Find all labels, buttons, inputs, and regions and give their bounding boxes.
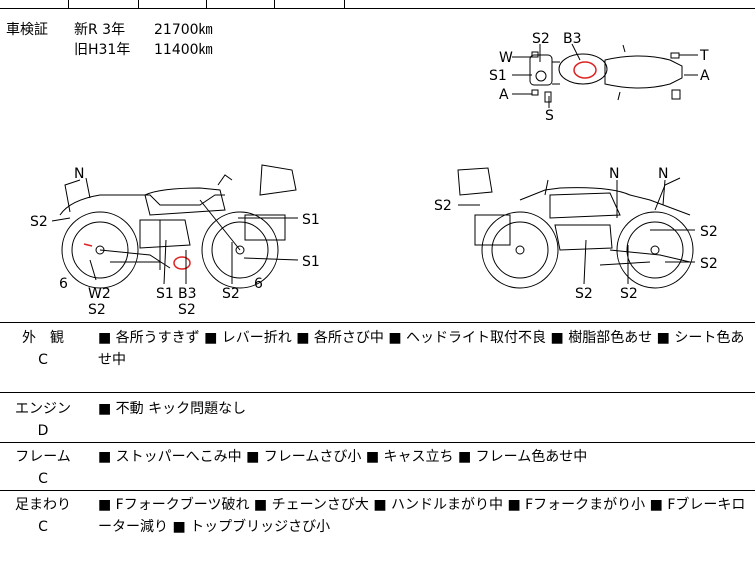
diagram-label: S2	[222, 286, 240, 302]
damage-mark	[173, 256, 191, 270]
new-mileage: 21700㎞	[154, 22, 213, 38]
damage-diagram-area	[0, 8, 755, 323]
diagram-label: 6	[254, 276, 263, 292]
section-exterior: 外 観 C ■ 各所うすきず ■ レバー折れ ■ 各所さび中 ■ ヘッドライト取…	[0, 322, 755, 393]
registration-info: 車検証 新R 3年 21700㎞ 旧H31年 11400㎞	[6, 20, 213, 60]
diagram-label: S2	[532, 31, 550, 47]
section-category: 足まわり C	[0, 494, 86, 538]
diagram-label: A	[700, 68, 710, 84]
motorcycle-diagram: S2 B3 W S1 A S T A N S2 S1 S1 6 W2 S2 S1…	[30, 31, 718, 318]
divider	[138, 0, 139, 8]
damage-mark	[573, 61, 597, 79]
section-frame: フレーム C ■ ストッパーへこみ中 ■ フレームさび小 ■ キャス立ち ■ フ…	[0, 442, 755, 491]
condition-text: ■ 各所うすきず ■ レバー折れ ■ 各所さび中 ■ ヘッドライト取付不良 ■ …	[98, 330, 745, 368]
diagram-label: S1	[489, 68, 507, 84]
diagram-label: S2	[575, 286, 593, 302]
section-category: フレーム C	[0, 446, 86, 490]
section-category: エンジン D	[0, 398, 86, 442]
divider	[274, 0, 275, 8]
category-name: エンジン	[15, 401, 71, 417]
condition-text: ■ Fフォークブーツ破れ ■ チェーンさび大 ■ ハンドルまがり中 ■ Fフォー…	[98, 497, 746, 535]
section-category: 外 観 C	[0, 327, 86, 371]
condition-text: ■ 不動 キック問題なし	[98, 401, 247, 417]
right-side-motorcycle	[457, 167, 694, 289]
diagram-label: N	[658, 166, 668, 182]
top-strip	[0, 0, 755, 9]
registration-label: 車検証	[6, 22, 48, 38]
old-registration: 旧H31年	[74, 42, 131, 58]
diagram-label: S1	[156, 286, 174, 302]
diagram-label: S2	[700, 224, 718, 240]
category-grade: C	[38, 471, 48, 487]
category-name: 足まわり	[15, 497, 71, 513]
diagram-label: W	[499, 50, 513, 66]
divider	[206, 0, 207, 8]
diagram-label: S2	[620, 286, 638, 302]
diagram-label: W2	[88, 286, 111, 302]
diagram-label: T	[699, 48, 709, 64]
diagram-label: S2	[434, 198, 452, 214]
top-view-leaders	[512, 43, 698, 108]
diagram-label: S	[545, 108, 554, 124]
divider	[344, 0, 345, 8]
diagram-label: S2	[178, 302, 196, 318]
category-name: フレーム	[15, 449, 71, 465]
diagram-label: S2	[30, 214, 48, 230]
diagram-label: 6	[59, 276, 68, 292]
old-mileage: 11400㎞	[154, 42, 213, 58]
diagram-label: S1	[302, 254, 320, 270]
left-view-leaders	[51, 177, 299, 285]
diagram-label: A	[499, 87, 509, 103]
diagram-label: S2	[700, 256, 718, 272]
top-view-motorcycle	[529, 44, 683, 103]
diagram-label: B3	[563, 31, 582, 47]
diagram-label: N	[609, 166, 619, 182]
right-view-leaders	[458, 179, 695, 285]
diagram-label: S1	[302, 212, 320, 228]
category-grade: C	[38, 352, 48, 368]
new-registration: 新R 3年	[74, 22, 126, 38]
left-side-motorcycle	[59, 164, 297, 289]
diagram-label: B3	[178, 286, 197, 302]
condition-text: ■ ストッパーへこみ中 ■ フレームさび小 ■ キャス立ち ■ フレーム色あせ中	[98, 449, 588, 465]
category-grade: D	[37, 423, 49, 439]
section-engine: エンジン D ■ 不動 キック問題なし	[0, 392, 755, 443]
diagram-label: S2	[88, 302, 106, 318]
category-grade: C	[38, 519, 48, 535]
section-suspension: 足まわり C ■ Fフォークブーツ破れ ■ チェーンさび大 ■ ハンドルまがり中…	[0, 490, 755, 561]
divider	[68, 0, 69, 8]
category-name: 外 観	[22, 330, 64, 346]
diagram-label-group: S2 B3 W S1 A S T A N S2 S1 S1 6 W2 S2 S1…	[30, 31, 718, 318]
diagram-label: N	[74, 166, 84, 182]
damage-mark	[83, 243, 93, 247]
